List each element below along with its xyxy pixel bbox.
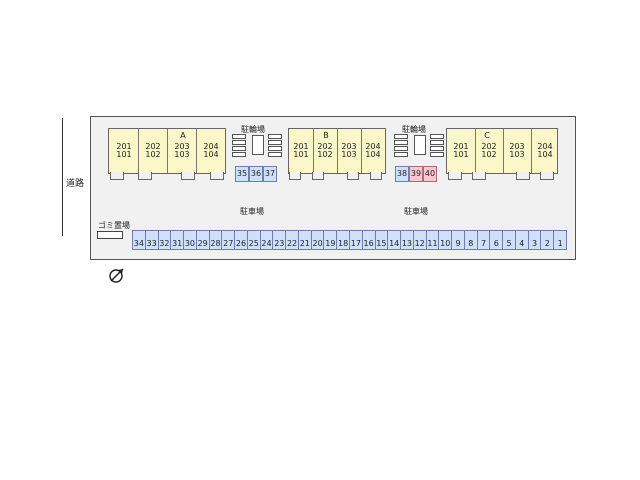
unit-lower: 104 (365, 150, 381, 159)
unit-upper: 202 (317, 142, 333, 151)
road-label: 道路 (66, 179, 85, 189)
parking-space: 37 (263, 166, 277, 182)
bicycle-parking-label: 駐輪場 (241, 125, 265, 134)
unit-lower: 104 (203, 150, 219, 159)
parking-space: 38 (395, 166, 409, 182)
unit-lower: 103 (509, 150, 525, 159)
parking-space: 10 (438, 230, 453, 250)
parking-space: 31 (170, 230, 185, 250)
entry-notch (472, 172, 486, 180)
unit-lower: 104 (537, 150, 553, 159)
unit-lower: 103 (341, 150, 357, 159)
parking-space: 25 (246, 230, 261, 250)
parking-space: 27 (221, 230, 236, 250)
parking-space: 19 (323, 230, 338, 250)
north-arrow-icon (109, 268, 124, 283)
unit-lower: 102 (317, 150, 333, 159)
parking-space: 4 (514, 230, 529, 250)
building-name: A (180, 131, 186, 140)
entry-notch (210, 172, 224, 180)
parking-space: 7 (476, 230, 491, 250)
parking-space-reserved: 40 (423, 166, 437, 182)
parking-space: 20 (310, 230, 325, 250)
unit-upper: 204 (537, 142, 553, 151)
parking-space: 26 (234, 230, 248, 250)
parking-label: 駐車場 (404, 207, 428, 216)
entry-notch (138, 172, 152, 180)
parking-space: 34 (132, 230, 146, 250)
parking-label: 駐車場 (240, 207, 264, 216)
bicycle-rack (394, 133, 446, 159)
parking-space-reserved: 39 (409, 166, 423, 182)
unit-lower: 103 (174, 150, 190, 159)
parking-space: 21 (297, 230, 312, 250)
parking-space: 18 (336, 230, 350, 250)
parking-space: 1 (553, 230, 567, 250)
trash-area (97, 231, 123, 239)
entry-notch (516, 172, 530, 180)
building-name: B (323, 131, 329, 140)
unit-lower: 101 (116, 150, 132, 159)
unit-upper: 204 (365, 142, 381, 151)
parking-space: 13 (400, 230, 414, 250)
parking-space: 29 (195, 230, 210, 250)
parking-space: 14 (387, 230, 402, 250)
unit-upper: 203 (509, 142, 525, 151)
parking-space: 12 (412, 230, 427, 250)
entry-notch (181, 172, 195, 180)
parking-space: 33 (144, 230, 159, 250)
parking-space: 3 (527, 230, 542, 250)
entry-notch (312, 172, 324, 180)
entry-notch (110, 172, 124, 180)
parking-space: 16 (361, 230, 376, 250)
parking-space: 22 (285, 230, 299, 250)
unit-lower: 102 (481, 150, 497, 159)
entry-notch (347, 172, 359, 180)
unit-upper: 201 (116, 142, 132, 151)
unit-upper: 201 (453, 142, 469, 151)
parking-space: 6 (489, 230, 504, 250)
parking-space: 8 (463, 230, 478, 250)
parking-space: 23 (272, 230, 287, 250)
building-a: A 201 202 203 204 101 102 103 104 (108, 128, 226, 174)
parking-space: 32 (157, 230, 172, 250)
parking-space: 24 (259, 230, 274, 250)
unit-upper: 202 (145, 142, 161, 151)
building-b: B 201 202 203 204 101 102 103 104 (288, 128, 386, 174)
unit-upper: 203 (174, 142, 190, 151)
bicycle-parking-label: 駐輪場 (402, 125, 426, 134)
parking-space: 9 (451, 230, 465, 250)
parking-space: 35 (235, 166, 249, 182)
entry-notch (448, 172, 462, 180)
unit-lower: 102 (145, 150, 161, 159)
unit-upper: 202 (481, 142, 497, 151)
unit-upper: 204 (203, 142, 219, 151)
parking-space: 2 (540, 230, 555, 250)
bicycle-rack (232, 133, 284, 159)
parking-space: 5 (502, 230, 516, 250)
entry-notch (370, 172, 382, 180)
building-name: C (484, 131, 490, 140)
unit-lower: 101 (293, 150, 309, 159)
parking-space: 36 (249, 166, 263, 182)
unit-upper: 201 (293, 142, 309, 151)
trash-area-label: ゴミ置場 (98, 221, 130, 230)
building-c: C 201 202 203 204 101 102 103 104 (446, 128, 558, 174)
parking-space: 15 (374, 230, 389, 250)
parking-space: 30 (183, 230, 197, 250)
parking-space: 11 (425, 230, 440, 250)
parking-space: 28 (208, 230, 223, 250)
entry-notch (540, 172, 554, 180)
parking-space: 17 (349, 230, 363, 250)
unit-lower: 101 (453, 150, 469, 159)
unit-upper: 203 (341, 142, 357, 151)
entry-notch (289, 172, 301, 180)
road-edge-line (62, 118, 63, 236)
